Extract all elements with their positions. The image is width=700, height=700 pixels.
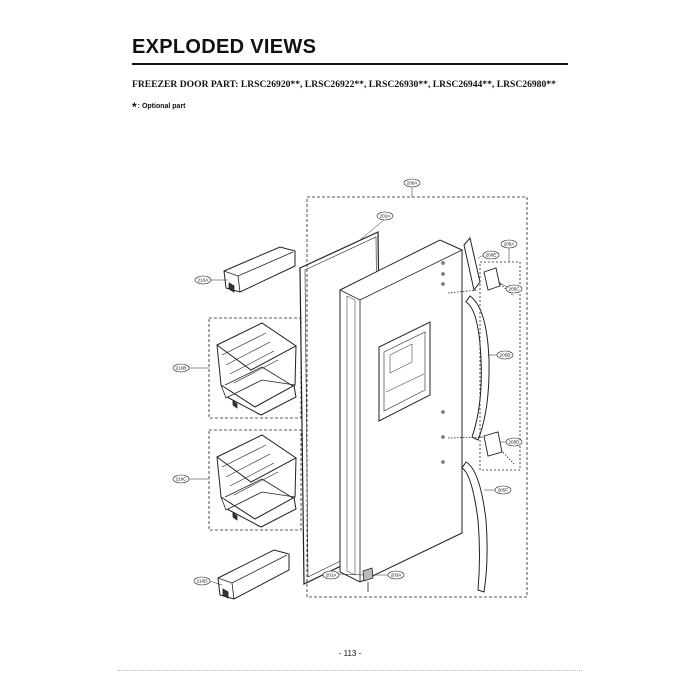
callout-205C [505,284,523,294]
callout-205B [496,350,514,360]
callout-205D [505,437,523,447]
callout-200A-top [403,178,421,188]
callout-205F [494,485,512,495]
callout-label-200E: 200E [486,253,497,258]
callout-210D [193,576,211,586]
door-bin-upper [223,246,296,293]
callout-label-205A: 205A [504,242,516,247]
callout-label-201A: 201A [326,573,338,578]
callout-210A [194,275,212,285]
note-text: : Optional part [137,103,186,110]
wire-basket-upper [216,322,297,416]
callout-label-200A-top: 200A [407,181,419,186]
callout-205A [500,239,518,249]
page-subtitle: FREEZER DOOR PART: LRSC26920**, LRSC2692… [132,79,556,90]
page-title: EXPLODED VIEWS [132,36,317,58]
wire-basket-lower [216,434,297,528]
page-number: - 113 - [338,649,362,658]
freezer-door-panel [339,239,463,583]
callout-203A [387,570,405,580]
door-hinge-part [362,567,374,592]
callout-label-203A: 203A [391,573,403,578]
callout-label-202A: 202A [380,214,392,219]
callout-label-205F: 205F [498,488,509,493]
callout-200E [482,250,500,260]
callout-210C [172,474,190,484]
callout-label-210A: 210A [198,278,210,283]
handle-bracket-group-top [479,261,521,471]
bottom-divider [118,670,582,671]
title-rule [132,63,568,65]
callout-label-205C: 205C [509,287,521,292]
basket-box-lower [208,429,302,531]
dispenser-opening [378,321,431,422]
callout-label-210C: 210C [176,477,188,482]
callout-201A [322,570,340,580]
callout-210B [172,363,190,373]
door-handle-parts [447,236,515,593]
optional-part-note: *: Optional part [132,100,186,114]
callout-label-205D: 205D [509,440,521,445]
door-assembly-border [306,196,528,598]
callout-label-210B: 210B [176,366,187,371]
door-bin-lower [217,549,290,600]
callout-label-210D: 210D [197,579,209,584]
callout-label-205B: 205B [500,353,511,358]
callout-202A [376,211,394,221]
note-star: * [132,100,137,114]
